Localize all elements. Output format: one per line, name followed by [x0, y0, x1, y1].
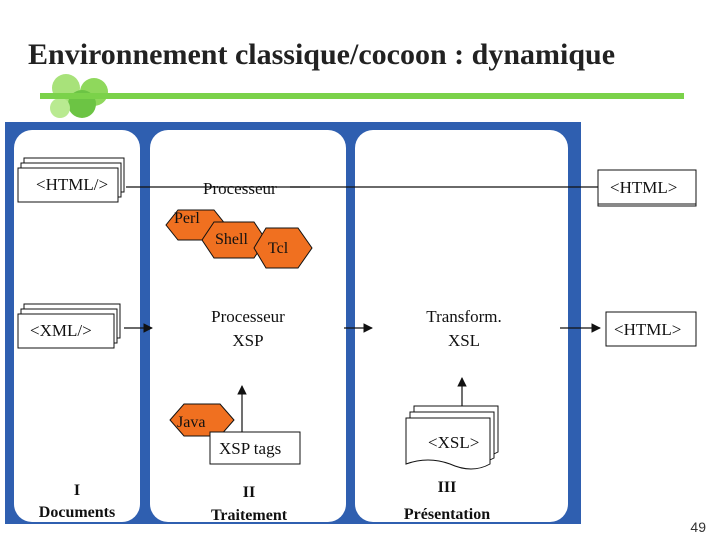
html-document-label: <HTML/>: [36, 175, 108, 194]
tcl-label: Tcl: [268, 240, 289, 257]
shell-label: Shell: [215, 231, 248, 248]
xml-document-label: <XML/>: [30, 321, 92, 340]
tcl-hexagon: [253, 227, 313, 269]
java-label: Java: [177, 414, 205, 431]
slide-title: Environnement classique/cocoon : dynamiq…: [28, 38, 616, 71]
processeur-label: Processeur: [203, 179, 277, 198]
html-output-bottom-label: <HTML>: [614, 320, 681, 339]
transform-xsl-label-line1: Transform.: [426, 307, 501, 326]
html-output-bottom-box: [605, 311, 697, 347]
html-output-top-label: <HTML>: [610, 178, 677, 197]
xsl-document-stack: [405, 405, 499, 470]
documents-numeral: I: [74, 482, 80, 499]
presentation-caption: Présentation: [404, 506, 490, 523]
html-output-top-box: [597, 169, 697, 205]
xsp-tags-label: XSP tags: [219, 439, 281, 458]
presentation-numeral: III: [438, 479, 457, 496]
transform-xsl-label-line2: XSL: [448, 331, 480, 350]
xsp-tags-box: [209, 431, 301, 465]
title-underline: [40, 93, 684, 99]
processeur-xsp-label-line1: Processeur: [211, 307, 285, 326]
traitement-caption: Traitement: [211, 507, 288, 524]
processeur-xsp-label-line2: XSP: [232, 331, 263, 350]
traitement-numeral: II: [243, 484, 255, 501]
shell-hexagon: [201, 221, 267, 259]
html-document-stack: [17, 157, 125, 203]
perl-label: Perl: [174, 210, 200, 227]
documents-caption: Documents: [39, 504, 115, 521]
xsl-document-label: <XSL>: [428, 433, 479, 452]
xml-document-stack: [17, 303, 121, 349]
page-number: 49: [690, 519, 706, 535]
